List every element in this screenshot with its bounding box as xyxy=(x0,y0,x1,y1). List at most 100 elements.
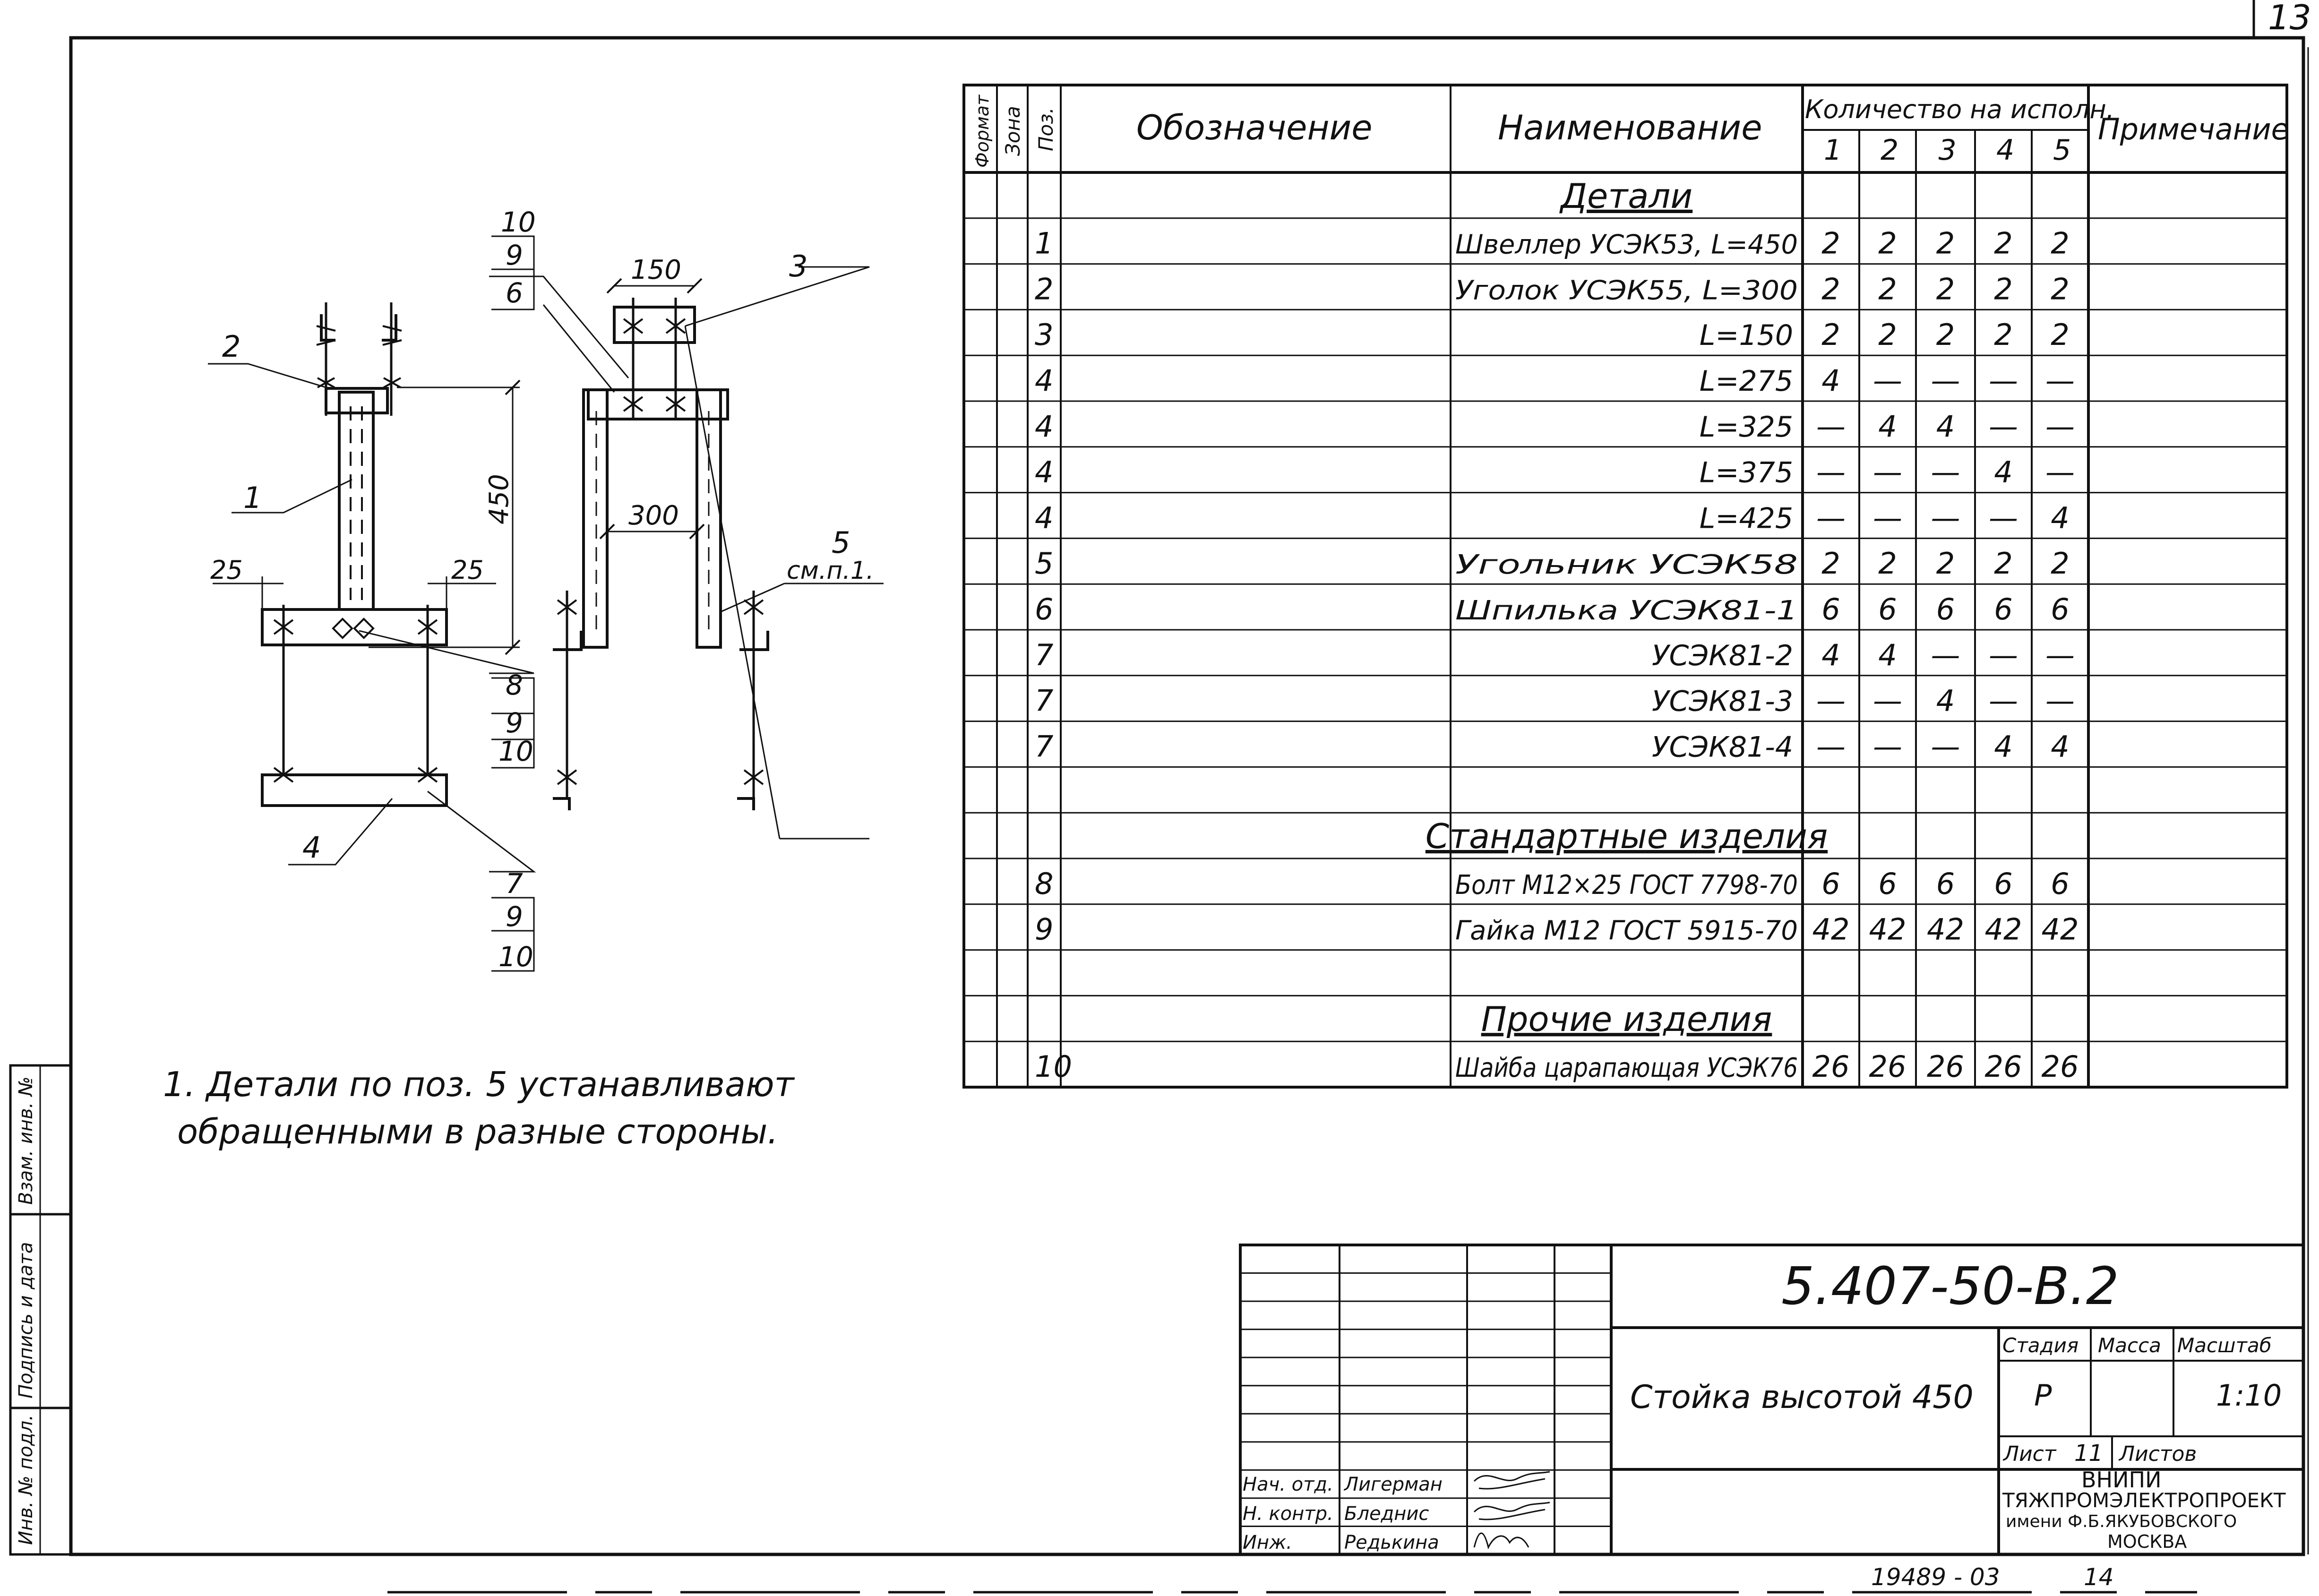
dim-25-left: 25 xyxy=(210,555,243,585)
dim-450: 450 xyxy=(484,474,515,524)
spec-row-qty: 2 xyxy=(1936,546,1955,581)
spec-row-qty: — xyxy=(1873,363,1902,398)
spec-row-qty: 26 xyxy=(1869,1049,1907,1084)
spec-row-pos: 6 xyxy=(1035,592,1053,626)
spec-row-qty: 2 xyxy=(1994,226,2012,261)
spec-row-pos: 1 xyxy=(1035,226,1053,261)
spec-row-qty: 2 xyxy=(1878,546,1897,581)
spec-row-qty: 2 xyxy=(1821,272,1840,306)
spec-row-qty: 2 xyxy=(1878,226,1897,261)
signer-name-2: Бледнис xyxy=(1344,1503,1429,1525)
spec-row-name: Угольник УСЭК58 xyxy=(1455,549,1798,580)
spec-row-qty: — xyxy=(1873,455,1902,489)
spec-row-qty: — xyxy=(2045,684,2075,718)
upper-plate xyxy=(261,608,448,646)
org-line-2: ТЯЖПРОМЭЛЕКТРОПРОЕКТ xyxy=(2002,1489,2286,1512)
signer-role-2: Н. контр. xyxy=(1243,1503,1333,1525)
spec-row-qty: 42 xyxy=(1812,912,1850,947)
header-note: Примечание xyxy=(2098,112,2289,146)
spec-row-qty: 2 xyxy=(1936,272,1955,306)
header-qty-col-5: 5 xyxy=(2053,134,2071,167)
spec-row-name: L=325 xyxy=(1700,411,1793,444)
callout-pos2: 2 xyxy=(222,329,240,364)
spec-row-qty: 6 xyxy=(1994,592,2012,626)
stack-bot-1: 7 xyxy=(506,867,523,900)
spec-row-qty: 42 xyxy=(1927,912,1964,947)
signer-name-1: Лигерман xyxy=(1343,1474,1443,1495)
stack-top-3: 6 xyxy=(506,277,523,309)
signatures xyxy=(1473,1471,1550,1550)
spec-row-qty: — xyxy=(1873,684,1902,718)
org-line-1: ВНИПИ xyxy=(2081,1467,2162,1493)
spec-row-qty: 4 xyxy=(1994,729,2012,764)
spec-row-qty: 6 xyxy=(1878,867,1897,901)
spec-row-qty: 6 xyxy=(1878,592,1897,626)
spec-row-qty: 4 xyxy=(1821,363,1840,398)
right-leg-right xyxy=(696,388,722,649)
left-strip-inv-no: Инв. № подл. xyxy=(15,1415,37,1545)
spec-row-pos: 4 xyxy=(1035,455,1053,489)
spec-row-qty: — xyxy=(1989,500,2018,535)
signer-name-3: Редькина xyxy=(1344,1532,1439,1553)
page-number: 13 xyxy=(2268,0,2311,37)
left-strip xyxy=(9,1064,72,1556)
spec-row-name: L=150 xyxy=(1700,319,1793,352)
spec-row-pos: 4 xyxy=(1035,363,1053,398)
spec-row-qty: — xyxy=(1873,500,1902,535)
spec-row-qty: — xyxy=(1816,684,1846,718)
spec-row-qty: — xyxy=(1873,729,1902,764)
dim-150: 150 xyxy=(631,255,681,285)
spec-row-qty: 6 xyxy=(1994,867,2012,901)
stage-value: Р xyxy=(2034,1378,2052,1413)
signer-role-3: Инж. xyxy=(1243,1532,1292,1553)
left-strip-replacement-inv: Взам. инв. № xyxy=(15,1076,37,1205)
spec-row-qty: 26 xyxy=(1927,1049,1964,1084)
header-designation: Обозначение xyxy=(1136,108,1373,147)
spec-row-qty: 2 xyxy=(1936,226,1955,261)
spec-row-name: УСЭК81-4 xyxy=(1652,730,1793,764)
spec-row-qty: 4 xyxy=(1878,409,1897,444)
spec-row-pos: 4 xyxy=(1035,409,1053,444)
stack-mid-3: 10 xyxy=(498,735,533,767)
spec-row-qty: — xyxy=(1931,638,1960,672)
spec-row-name: Уголок УСЭК55, L=300 xyxy=(1455,275,1798,306)
header-qty-col-4: 4 xyxy=(1996,134,2014,167)
spec-row-qty: — xyxy=(1816,455,1846,489)
dim-300: 300 xyxy=(628,500,679,531)
spec-row-qty: 4 xyxy=(1821,638,1840,672)
spec-row-pos: 8 xyxy=(1035,867,1053,901)
spec-row-qty: 4 xyxy=(2051,729,2069,764)
spec-row-qty: 42 xyxy=(1985,912,2022,947)
top-cross-piece xyxy=(587,388,729,420)
callout-pos3: 3 xyxy=(789,249,807,283)
drawing-title: Стойка высотой 450 xyxy=(1630,1379,1974,1416)
spec-section-title: Прочие изделия xyxy=(1481,999,1772,1039)
spec-row-qty: 2 xyxy=(1994,317,2012,352)
spec-row-qty: 4 xyxy=(1994,455,2012,489)
stage-label: Стадия xyxy=(2002,1334,2079,1357)
spec-row-qty: 26 xyxy=(1812,1049,1850,1084)
note-line-1: 1. Детали по поз. 5 устанавливают xyxy=(163,1064,795,1104)
spec-row-qty: 4 xyxy=(1878,638,1897,672)
callout-pos4: 4 xyxy=(302,830,321,865)
header-name: Наименование xyxy=(1498,108,1762,147)
sheets-label: Листов xyxy=(2118,1442,2197,1466)
title-block-grid xyxy=(1240,1272,1611,1527)
spec-row-pos: 7 xyxy=(1035,638,1053,672)
spec-row-qty: — xyxy=(2045,363,2075,398)
scale-value: 1:10 xyxy=(2216,1378,2282,1413)
stack-bot-3: 10 xyxy=(498,941,533,973)
spec-row-pos: 7 xyxy=(1035,684,1053,718)
sheet-frame xyxy=(69,0,2309,1594)
sheet-number: 11 xyxy=(2074,1440,2103,1467)
header-qty-col-2: 2 xyxy=(1881,134,1898,167)
spec-row-qty: 42 xyxy=(2042,912,2079,947)
spec-row-name: L=275 xyxy=(1700,365,1793,398)
spec-row-qty: 2 xyxy=(1821,546,1840,581)
sheet-label: Лист xyxy=(2002,1442,2057,1466)
spec-row-name: Гайка М12 ГОСТ 5915-70 xyxy=(1455,916,1798,946)
stack-top-1: 10 xyxy=(501,206,536,238)
header-zone: Зона xyxy=(1001,106,1024,156)
signer-role-1: Нач. отд. xyxy=(1243,1474,1333,1495)
spec-row-name: L=375 xyxy=(1700,456,1793,489)
